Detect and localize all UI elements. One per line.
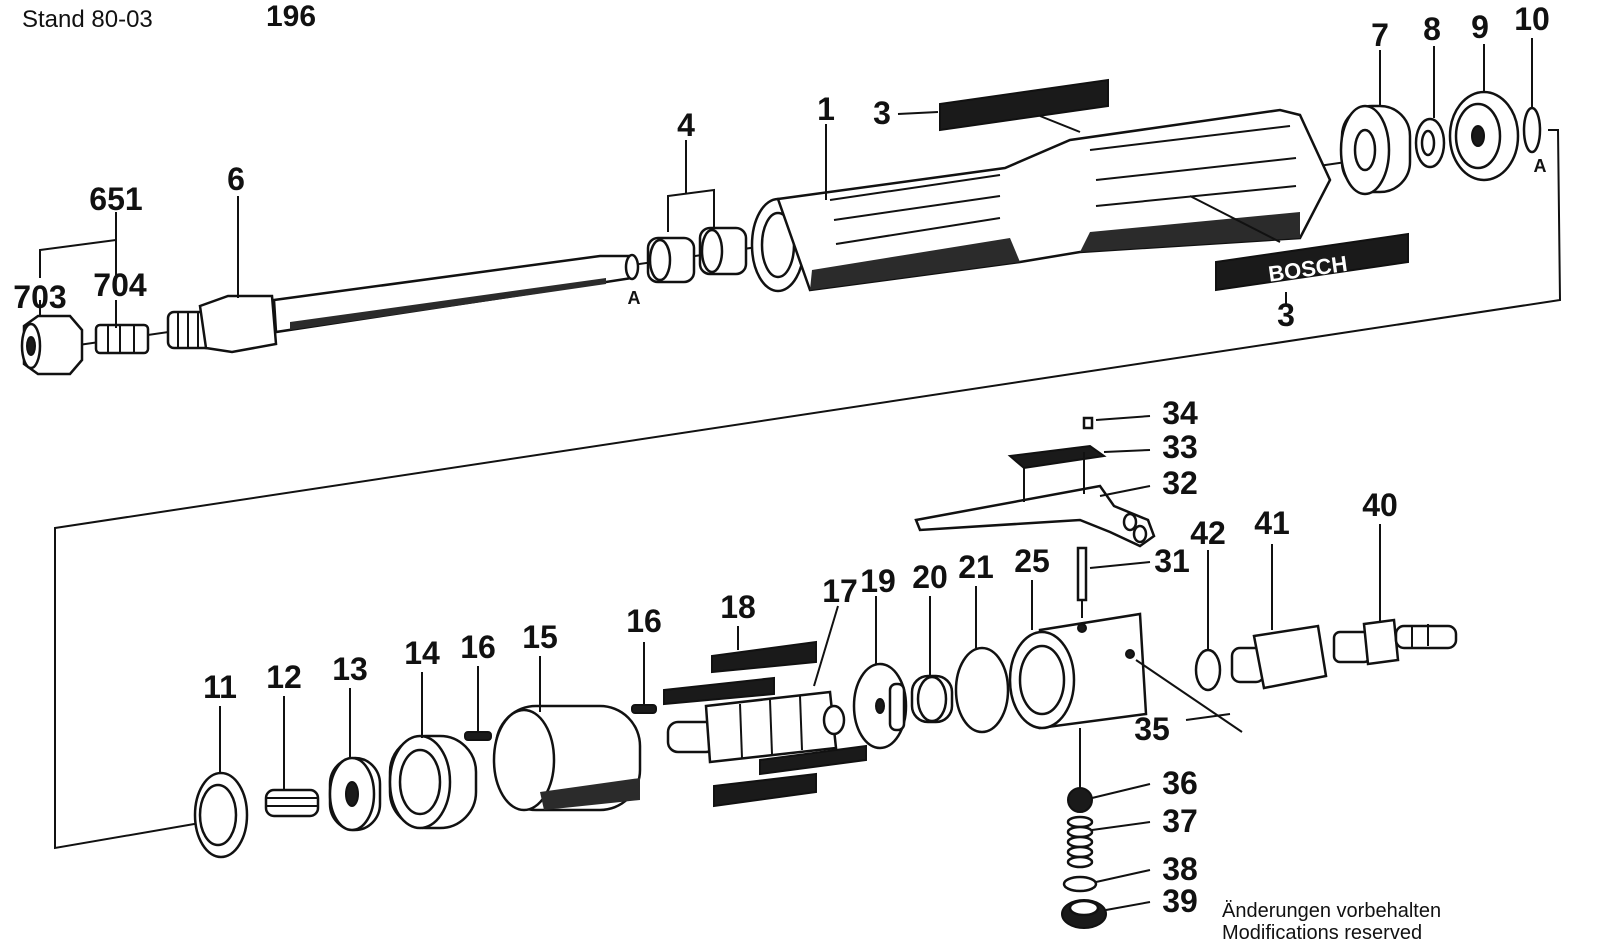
callout-31: 31 xyxy=(1154,543,1190,579)
part-13-ball-bearing xyxy=(328,756,382,832)
part-16-pin-left xyxy=(464,731,492,741)
callout-1: 1 xyxy=(817,91,835,127)
part-8-spacer-ring xyxy=(1414,117,1446,169)
part-10-circlip xyxy=(1522,106,1542,154)
callout-33: 33 xyxy=(1162,429,1198,465)
part-14-bearing-sleeve xyxy=(388,734,478,830)
part-11-ring xyxy=(193,771,249,859)
part-41-fitting xyxy=(1230,624,1328,690)
callout-14: 14 xyxy=(404,635,440,671)
callout-42: 42 xyxy=(1190,515,1226,551)
callout-704: 704 xyxy=(93,267,147,303)
part-17-rotor xyxy=(666,690,846,764)
callout-36: 36 xyxy=(1162,765,1198,801)
callout-12: 12 xyxy=(266,659,302,695)
callout-15: 15 xyxy=(522,619,558,655)
part-704-collet xyxy=(94,323,150,355)
callout-10: 10 xyxy=(1514,1,1550,37)
callout-16-right: 16 xyxy=(626,603,662,639)
part-19-end-plate xyxy=(852,662,908,750)
part-16-pin-right xyxy=(631,704,657,714)
callout-17: 17 xyxy=(822,573,858,609)
part-35-rod xyxy=(1135,659,1243,733)
marker-a-right: A xyxy=(1534,156,1547,176)
callout-651: 651 xyxy=(89,181,142,217)
part-39-plug xyxy=(1061,899,1107,929)
callout-38: 38 xyxy=(1162,851,1198,887)
part-4-needle-bearings xyxy=(646,226,748,284)
callout-labels: 651 703 704 6 4 1 3 3 7 8 9 10 A A 11 12… xyxy=(13,1,1549,919)
part-7-end-cap xyxy=(1339,104,1412,196)
callout-41: 41 xyxy=(1254,505,1290,541)
callout-9: 9 xyxy=(1471,9,1489,45)
part-25-housing-end xyxy=(1008,612,1148,730)
lower-leader-lines xyxy=(219,415,1381,911)
callout-19: 19 xyxy=(860,563,896,599)
callout-32: 32 xyxy=(1162,465,1198,501)
part-12-splined-shaft xyxy=(264,788,320,818)
stand-label: Stand 80-03 xyxy=(22,6,153,33)
part-9-ball-bearing xyxy=(1448,90,1520,182)
callout-703: 703 xyxy=(13,279,66,315)
callout-3-bottom: 3 xyxy=(1277,297,1295,333)
part-20-bearing xyxy=(910,674,954,724)
callout-21: 21 xyxy=(958,549,994,585)
callout-20: 20 xyxy=(912,559,948,595)
part-6-spindle xyxy=(166,253,640,354)
callout-34: 34 xyxy=(1162,395,1198,431)
upper-leader-lines xyxy=(39,38,1533,328)
callout-18: 18 xyxy=(720,589,756,625)
callout-11: 11 xyxy=(203,669,237,705)
marker-a-left: A xyxy=(628,288,641,308)
callout-6: 6 xyxy=(227,161,245,197)
part-15-cylinder xyxy=(492,704,642,812)
part-3-decal-top xyxy=(939,78,1109,132)
callout-13: 13 xyxy=(332,651,368,687)
callout-37: 37 xyxy=(1162,803,1198,839)
callout-8: 8 xyxy=(1423,11,1441,47)
part-36-ball xyxy=(1067,787,1093,813)
callout-4: 4 xyxy=(677,107,695,143)
part-18-rotor-blades xyxy=(663,640,867,808)
callout-40: 40 xyxy=(1362,487,1398,523)
part-42-ring xyxy=(1194,648,1222,692)
callout-35: 35 xyxy=(1134,711,1170,747)
part-31-pin xyxy=(1076,546,1088,602)
callout-7: 7 xyxy=(1371,17,1389,53)
callout-16-left: 16 xyxy=(460,629,496,665)
callout-25: 25 xyxy=(1014,543,1050,579)
part-38-washer xyxy=(1062,875,1098,893)
modification-notice: Änderungen vorbehalten Modifications res… xyxy=(1222,900,1441,944)
notice-english: Modifications reserved xyxy=(1222,922,1423,944)
part-32-exhaust-deflector xyxy=(914,484,1156,548)
part-37-spring xyxy=(1066,815,1094,869)
part-703-nut xyxy=(20,314,84,376)
part-40-hose-nipple xyxy=(1332,618,1458,666)
part-21-o-ring xyxy=(954,646,1010,734)
callout-39: 39 xyxy=(1162,883,1198,919)
part-33-plate xyxy=(1007,444,1107,502)
part-1-housing xyxy=(750,108,1332,293)
notice-german: Änderungen vorbehalten xyxy=(1222,900,1442,922)
part-34-screw xyxy=(1082,416,1094,430)
callout-3-top: 3 xyxy=(873,95,891,131)
page-number: 196 xyxy=(266,0,317,33)
